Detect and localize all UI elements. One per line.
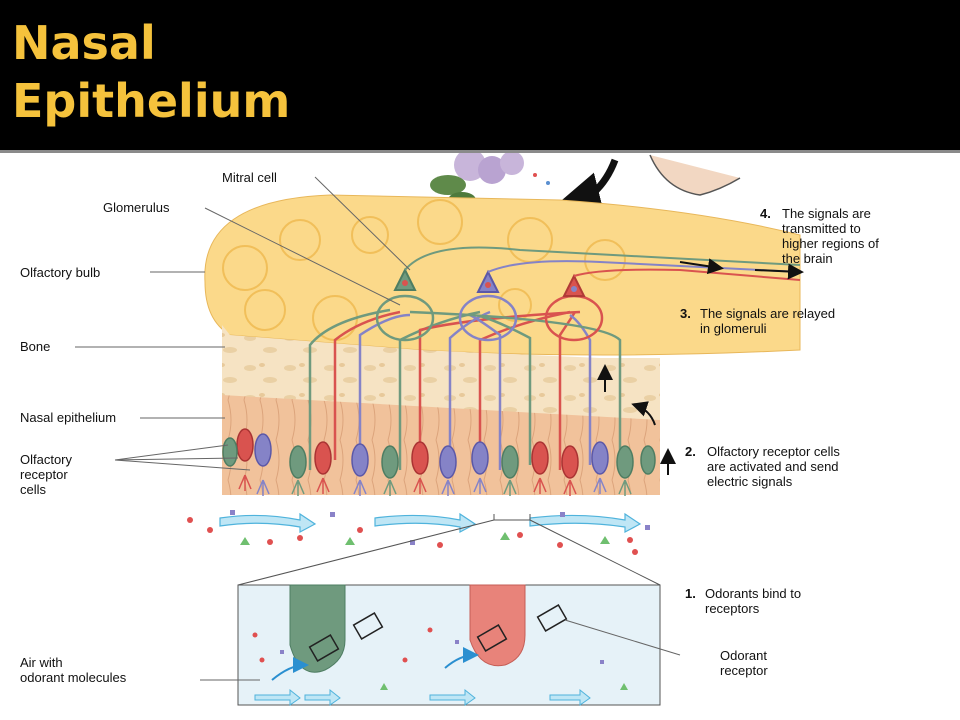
label-bone: Bone [20,339,50,354]
step-2-line-1: Olfactory receptor cells [707,444,840,459]
step-3-line-1: The signals are relayed [700,306,835,321]
step-4-line-2: transmitted to [782,221,861,236]
label-odorant-receptor-line-1: Odorant [720,648,767,663]
slide-title: Nasal Epithelium [12,14,290,130]
nasal-epithelium [222,395,660,495]
label-receptor-cells-line-1: Olfactory [20,452,73,467]
label-air-with-line-1: Air with [20,655,63,670]
brain-arrow-2 [754,263,804,280]
step-4-line-4: the brain [782,251,833,266]
step-2: 2. Olfactory receptor cells are activate… [685,444,844,489]
step-4-line-1: The signals are [782,206,871,221]
odorant-molecules [187,510,650,555]
step-3: 3. The signals are relayed in glomeruli [680,306,839,336]
step-4-number: 4. [760,206,771,221]
title-bar: Nasal Epithelium [0,0,960,153]
olfactory-diagram: Mitral cell Glomerulus Olfactory bulb Bo… [20,153,882,706]
slide-title-line-2: Epithelium [12,74,291,128]
curved-arrow [631,401,656,426]
inset-detail [237,584,661,706]
nose-outline [649,154,741,196]
airflow-arrows [219,512,642,533]
label-air-with: Air with odorant molecules [20,655,127,685]
bone-layer [222,325,660,420]
step-3-line-2: in glomeruli [700,321,767,336]
label-odorant-receptor: Odorant receptor [720,648,771,678]
slide-title-line-1: Nasal [12,16,156,70]
label-glomerulus: Glomerulus [103,200,170,215]
receptor-cells [222,428,656,479]
step-2-number: 2. [685,444,696,459]
label-receptor-cells-line-3: cells [20,482,47,497]
step-4-line-3: higher regions of [782,236,879,251]
axon-bundles [308,308,622,470]
step-3-number: 3. [680,306,691,321]
step-2-line-2: are activated and send [707,459,839,474]
step-2-line-3: electric signals [707,474,793,489]
title-divider [0,150,960,153]
label-olfactory-bulb: Olfactory bulb [20,265,100,280]
label-odorant-receptor-line-2: receptor [720,663,768,678]
flower-illustration [430,153,550,208]
step-1-number: 1. [685,586,696,601]
cilia [238,474,632,496]
mitral-cells [393,267,586,297]
brain-arrow-1 [679,258,724,275]
step-1: 1. Odorants bind to receptors [685,586,805,616]
zoom-lines [237,514,661,586]
step-1-line-2: receptors [705,601,760,616]
label-mitral-cell: Mitral cell [222,170,277,185]
leader-lines [75,176,681,681]
step-1-line-1: Odorants bind to [705,586,801,601]
glomeruli [375,294,604,342]
label-air-with-line-2: odorant molecules [20,670,127,685]
signal-lines [404,246,801,281]
label-nasal-epithelium: Nasal epithelium [20,410,116,425]
label-receptor-cells: Olfactory receptor cells [20,452,76,497]
step-4: 4. The signals are transmitted to higher… [760,206,882,266]
label-receptor-cells-line-2: receptor [20,467,68,482]
